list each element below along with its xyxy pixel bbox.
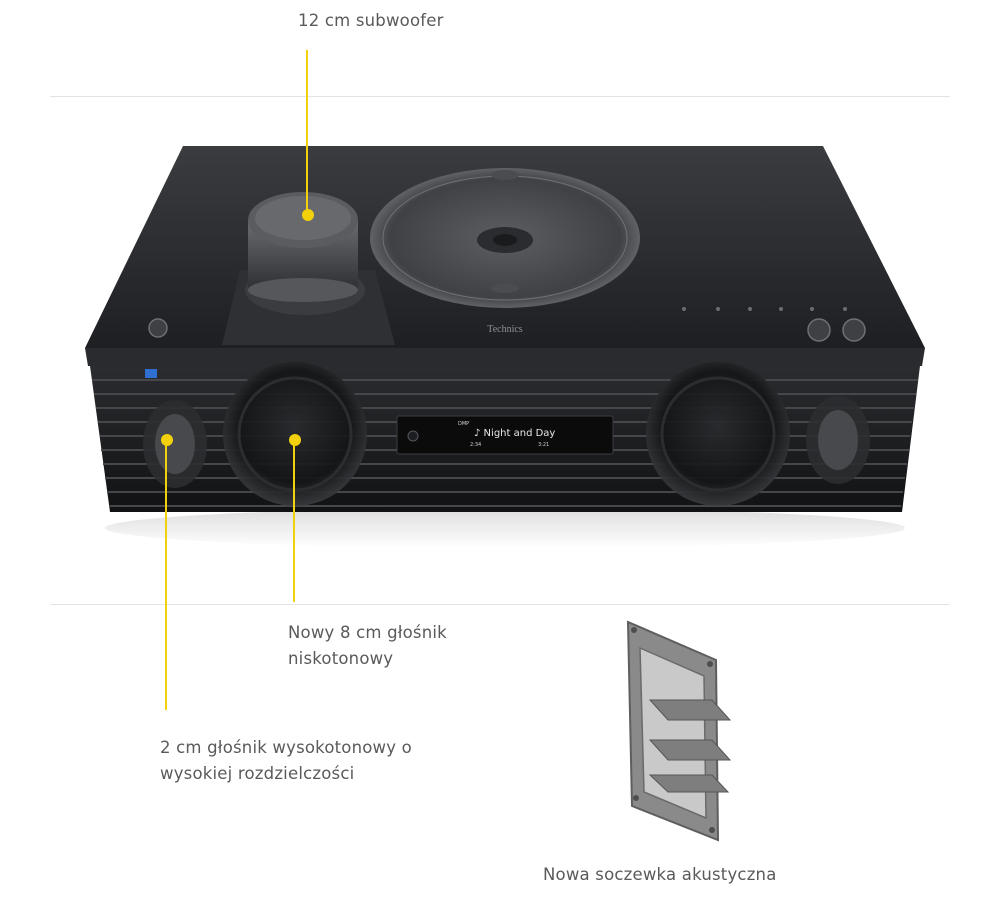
tweeter-leader-line <box>165 440 167 710</box>
subwoofer-label: 12 cm subwoofer <box>298 11 444 30</box>
top-divider <box>50 96 950 97</box>
woofer-leader-line <box>293 440 295 602</box>
subwoofer-leader-dot <box>302 209 314 221</box>
tweeter-label: 2 cm głośnik wysokotonowy o wysokiej roz… <box>160 738 412 783</box>
svg-text:2:34: 2:34 <box>470 442 481 448</box>
subwoofer-leader-line <box>306 50 308 215</box>
woofer-label: Nowy 8 cm głośnik niskotonowy <box>288 623 447 668</box>
svg-text:DMP: DMP <box>458 421 469 427</box>
brand-logo: Technics <box>487 324 523 335</box>
woofer-leader-dot <box>289 434 301 446</box>
acoustic-lens-illustration <box>626 620 732 842</box>
tweeter-leader-dot <box>161 434 173 446</box>
display-track-title: ♪ Night and Day <box>474 428 555 439</box>
acoustic-lens-label: Nowa soczewka akustyczna <box>543 865 777 884</box>
bottom-divider <box>50 604 950 605</box>
svg-text:3:21: 3:21 <box>538 442 549 448</box>
